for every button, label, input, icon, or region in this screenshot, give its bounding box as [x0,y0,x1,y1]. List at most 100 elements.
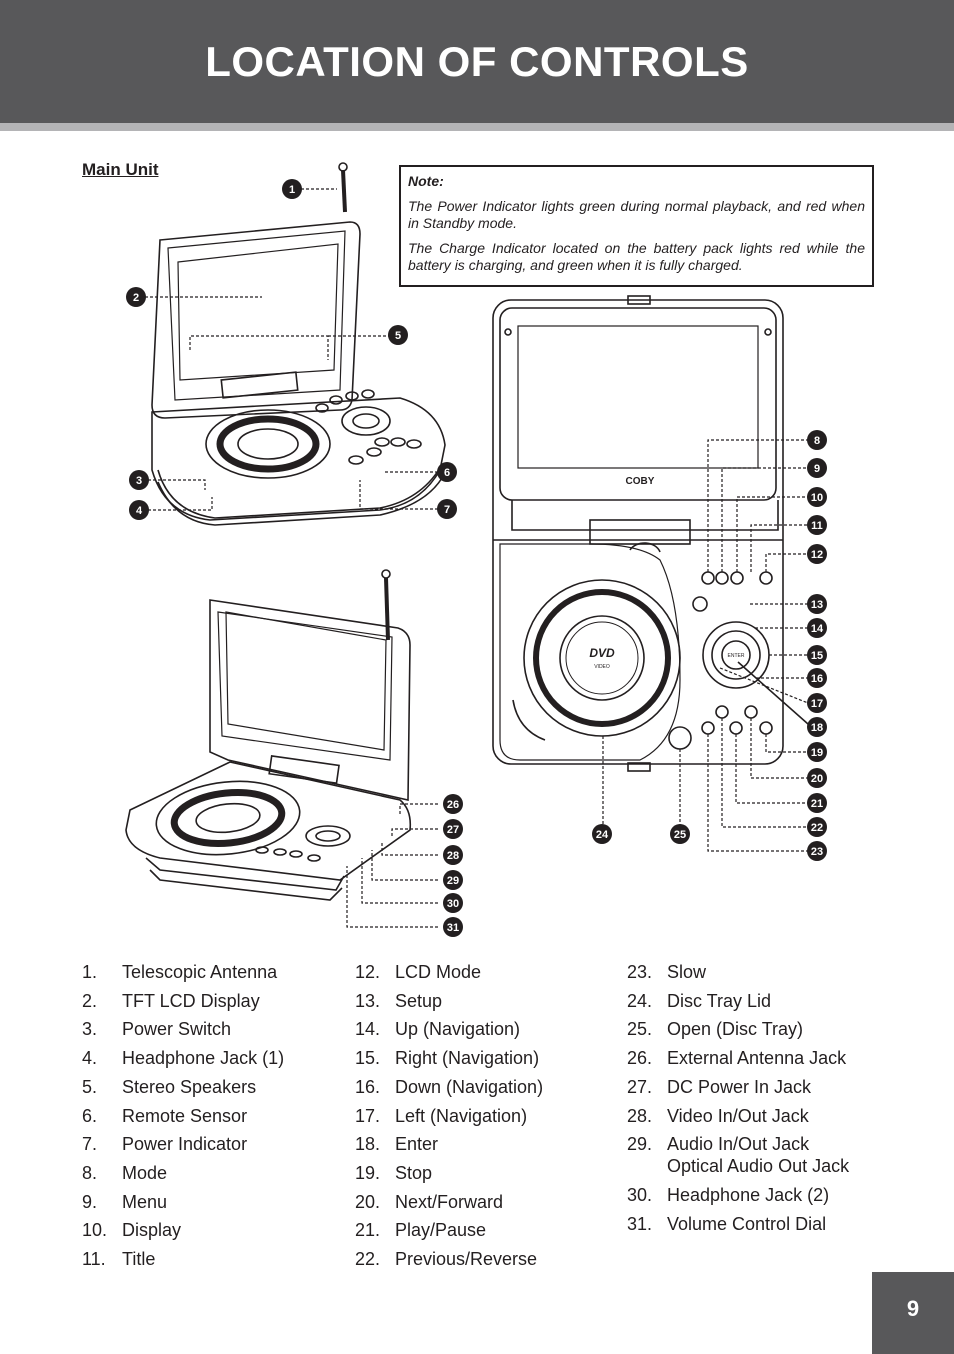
svg-text:27: 27 [447,824,459,836]
svg-text:7: 7 [444,504,450,516]
svg-text:9: 9 [814,463,820,475]
callout-17: 17 [807,693,827,713]
callout-12: 12 [807,544,827,564]
callout-7: 7 [437,499,457,519]
note-box: Note: The Power Indicator lights green d… [399,165,874,287]
svg-text:10: 10 [811,492,823,504]
note-title: Note: [408,173,444,189]
list-item: 10.Display [82,1220,182,1241]
svg-text:15: 15 [811,650,823,662]
callout-26: 26 [443,794,463,814]
callout-28: 28 [443,845,463,865]
list-item: 21.Play/Pause [355,1220,487,1241]
list-item: 5.Stereo Speakers [82,1076,257,1097]
list-item: 14.Up (Navigation) [355,1019,521,1040]
callout-29: 29 [443,870,463,890]
list-item: 31.Volume Control Dial [627,1213,827,1234]
page-number: 9 [906,1296,920,1321]
list-item: 28.Video In/Out Jack [627,1105,809,1126]
svg-text:18: 18 [811,722,823,734]
svg-text:31: 31 [447,922,459,934]
list-item: 19.Stop [355,1162,433,1183]
note-paragraph: The Power Indicator lights green during … [408,198,865,231]
svg-text:4: 4 [136,505,143,517]
svg-text:28: 28 [447,850,459,862]
list-item: 3.Power Switch [82,1019,232,1040]
callout-23: 23 [807,841,827,861]
list-item: 15.Right (Navigation) [355,1048,540,1069]
svg-text:29: 29 [447,875,459,887]
svg-text:22: 22 [811,822,823,834]
callout-31: 31 [443,917,463,937]
controls-list-col3: 23.Slow 24.Disc Tray Lid 25.Open (Disc T… [627,958,849,1238]
header-rule [0,123,954,131]
callout-1: 1 [282,179,302,199]
controls-list-col2: 12.LCD Mode 13.Setup 14.Up (Navigation) … [355,958,543,1274]
list-item: 12.LCD Mode [355,962,482,982]
callout-19: 19 [807,742,827,762]
callout-25: 25 [670,824,690,844]
svg-text:25: 25 [674,829,686,841]
callout-8: 8 [807,430,827,450]
list-item: 2.TFT LCD Display [82,990,260,1011]
callout-9: 9 [807,458,827,478]
list-item: 25.Open (Disc Tray) [627,1019,804,1040]
callout-27: 27 [443,819,463,839]
svg-text:1: 1 [289,184,295,196]
callout-6: 6 [437,462,457,482]
controls-list-col1: 1.Telescopic Antenna 2.TFT LCD Display 3… [82,958,284,1274]
list-item: 20.Next/Forward [355,1191,504,1212]
list-item: 1.Telescopic Antenna [82,962,278,982]
callout-5: 5 [388,325,408,345]
disc-logo: DVD [589,646,615,660]
list-item: 22.Previous/Reverse [355,1249,538,1270]
callout-3: 3 [129,470,149,490]
list-item: 24.Disc Tray Lid [627,990,772,1011]
svg-text:23: 23 [811,846,823,858]
list-item: 6.Remote Sensor [82,1105,248,1126]
svg-text:11: 11 [811,520,823,532]
svg-text:13: 13 [811,599,823,611]
svg-text:8: 8 [814,435,820,447]
callout-14: 14 [807,618,827,638]
list-item: 23.Slow [627,962,707,982]
svg-text:16: 16 [811,673,823,685]
device-diagram: COBY DVD VIDEO ENTER 1 2 5 3 6 4 7 8 9 1… [125,162,827,937]
note-paragraph: The Charge Indicator located on the batt… [408,240,865,273]
section-title: Main Unit [82,160,159,179]
callout-18: 18 [807,717,827,737]
list-item: 8.Mode [82,1162,168,1183]
list-item: 9.Menu [82,1191,168,1212]
list-item: 30.Headphone Jack (2) [627,1184,830,1205]
list-item: 27.DC Power In Jack [627,1076,812,1097]
svg-text:3: 3 [136,475,142,487]
svg-text:19: 19 [811,747,823,759]
svg-text:5: 5 [395,330,401,342]
callout-20: 20 [807,768,827,788]
callout-4: 4 [129,500,149,520]
page-number-box: 9 [872,1272,954,1354]
callout-11: 11 [807,515,827,535]
list-item: 18.Enter [355,1134,439,1155]
device-angled-side [125,569,412,901]
svg-text:17: 17 [811,698,823,710]
callout-21: 21 [807,793,827,813]
callout-30: 30 [443,893,463,913]
device-brand: COBY [626,476,655,487]
page-title: LOCATION OF CONTROLS [205,38,749,85]
svg-text:26: 26 [447,799,459,811]
svg-text:21: 21 [811,798,823,810]
callout-24: 24 [592,824,612,844]
svg-text:12: 12 [811,549,823,561]
svg-text:20: 20 [811,773,823,785]
list-item: 26.External Antenna Jack [627,1048,847,1069]
callout-badges: 1 2 5 3 6 4 7 8 9 10 11 12 13 14 15 16 1… [126,179,827,937]
svg-text:6: 6 [444,467,450,479]
list-item: 17.Left (Navigation) [355,1105,528,1126]
device-front-view [492,295,784,772]
svg-text:24: 24 [596,829,609,841]
callout-10: 10 [807,487,827,507]
callout-13: 13 [807,594,827,614]
list-item: 7.Power Indicator [82,1134,248,1155]
list-item: 11.Title [82,1249,156,1270]
